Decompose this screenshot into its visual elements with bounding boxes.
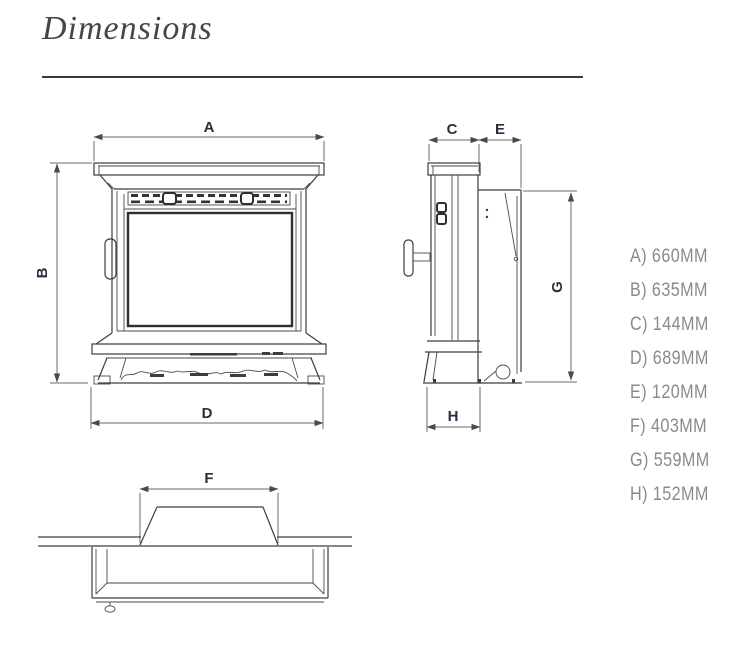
side-view: C E xyxy=(403,121,577,432)
firebox-plan xyxy=(91,547,329,603)
door-latch xyxy=(436,202,447,213)
dim-label-c: C xyxy=(447,121,458,138)
side-handle xyxy=(403,239,431,277)
fretwork-band xyxy=(98,369,320,384)
title-underline xyxy=(42,76,583,78)
door-latch xyxy=(436,213,447,225)
plinth-detail xyxy=(273,352,283,355)
dimension-list-item-h: H) 152MM xyxy=(630,484,709,505)
dim-label-g: G xyxy=(549,281,566,293)
dimension-list-item-g: G) 559MM xyxy=(630,450,710,471)
plinth-detail xyxy=(190,353,237,356)
side-body xyxy=(430,175,479,383)
fixing-hole xyxy=(495,364,511,380)
stove-body-frame xyxy=(111,189,307,333)
dimension-list-item-d: D) 689MM xyxy=(630,348,709,369)
side-base xyxy=(423,340,522,384)
crown-slope xyxy=(305,174,319,190)
fixing-bolt xyxy=(104,602,116,613)
rear-flue-box xyxy=(478,189,522,382)
plinth-detail xyxy=(262,352,270,355)
hearth-lines xyxy=(38,536,352,547)
crown-bevel xyxy=(303,182,311,190)
dim-label-h: H xyxy=(448,408,459,425)
dimension-list-item-e: E) 120MM xyxy=(630,382,708,403)
front-view: A B D xyxy=(34,119,327,429)
page-title: Dimensions xyxy=(42,10,213,47)
base-flare xyxy=(305,332,323,345)
dim-label-b: B xyxy=(34,267,51,278)
crown-slope xyxy=(99,174,113,190)
dim-label-d: D xyxy=(202,405,213,422)
side-mantel xyxy=(427,162,481,176)
dim-label-e: E xyxy=(495,121,505,138)
grille-clip xyxy=(162,192,177,205)
dimension-list-item-b: B) 635MM xyxy=(630,280,708,301)
dimension-list: A) 660MM B) 635MM C) 144MM D) 689MM E) 1… xyxy=(630,247,724,519)
damper-lever xyxy=(504,192,517,257)
dimension-list-item-a: A) 660MM xyxy=(630,246,708,267)
grille-clip xyxy=(240,192,254,205)
dimension-list-item-c: C) 144MM xyxy=(630,314,709,335)
top-view: F xyxy=(38,470,352,613)
door-handle xyxy=(104,238,117,280)
plinth-slab xyxy=(91,343,327,355)
base-flare xyxy=(95,332,113,345)
door-window xyxy=(126,211,294,328)
front-legs xyxy=(93,357,325,385)
dim-label-f: F xyxy=(204,470,213,487)
flue-collar xyxy=(139,506,279,546)
crown-bevel xyxy=(107,182,115,190)
dimension-list-item-f: F) 403MM xyxy=(630,416,707,437)
dim-label-a: A xyxy=(204,119,215,136)
stove-mantel xyxy=(93,162,325,176)
vent-grille xyxy=(127,191,291,206)
